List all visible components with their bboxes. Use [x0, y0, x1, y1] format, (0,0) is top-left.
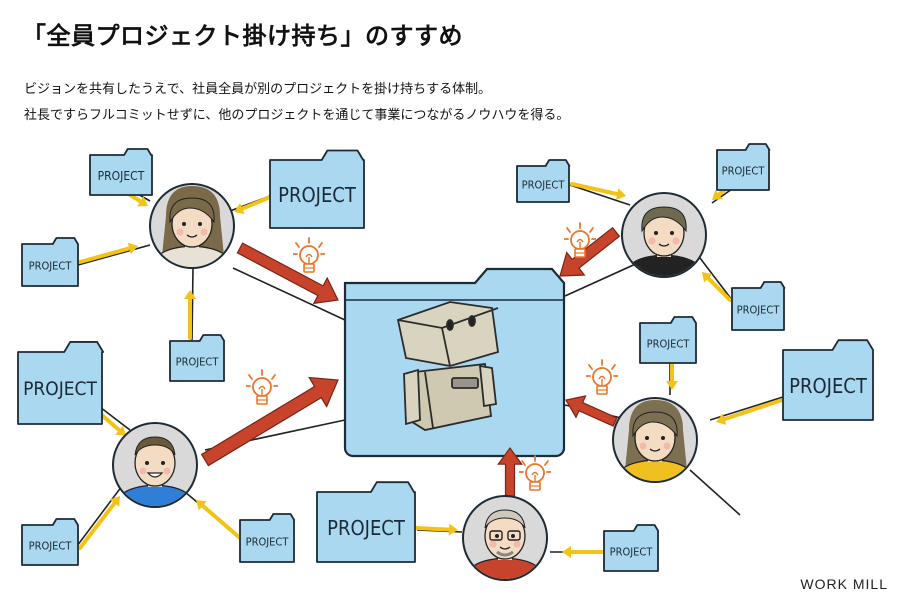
yellow-arrow-12 [196, 500, 242, 540]
person-top-left [149, 183, 235, 269]
project-folder-label: PROJECT [29, 540, 73, 553]
yellow-arrow-5 [570, 182, 626, 200]
project-folder-label: PROJECT [246, 536, 290, 549]
yellow-arrow-3 [78, 242, 138, 264]
red-arrow-1 [236, 242, 339, 305]
project-folder-label: PROJECT [29, 260, 73, 273]
subtitle-line-1: ビジョンを共有したうえで、社員全員が別のプロジェクトを掛け持ちする体制。 [24, 82, 492, 97]
project-folder-label: PROJECT [327, 516, 406, 540]
people-avatars [112, 183, 707, 581]
lightbulb-icon [246, 369, 278, 405]
project-folder-2: PROJECT [269, 149, 365, 229]
project-folder-8: PROJECT [639, 316, 697, 364]
person-top-right [621, 192, 707, 278]
red-arrow-5 [497, 446, 523, 497]
central-project-folder [343, 267, 566, 458]
project-folder-6: PROJECT [716, 143, 771, 191]
yellow-arrow-11 [78, 496, 120, 550]
yellow-arrow-9 [716, 398, 784, 425]
yellow-arrow-7 [702, 272, 732, 302]
yellow-arrow-14 [562, 546, 604, 558]
project-folder-label: PROJECT [789, 374, 868, 398]
lightbulb-icon [293, 237, 325, 273]
credit-logo: WORK MILL [800, 576, 888, 592]
project-folder-label: PROJECT [647, 338, 691, 351]
red-arrow-2 [559, 226, 621, 277]
project-folder-5: PROJECT [516, 159, 571, 203]
project-folder-label: PROJECT [176, 356, 220, 369]
project-folder-14: PROJECT [603, 524, 660, 572]
project-folder-4: PROJECT [169, 334, 226, 382]
project-folder-7: PROJECT [731, 281, 786, 331]
person-mid-right [612, 397, 698, 483]
project-folders: PROJECT PROJECT PROJECT PROJECT PROJECT PROJE… [17, 143, 874, 572]
lightbulb-icon [519, 455, 551, 491]
project-folder-3: PROJECT [21, 237, 79, 287]
project-folder-label: PROJECT [23, 378, 97, 400]
page-title: 「全員プロジェクト掛け持ち」のすすめ [22, 22, 463, 50]
project-folder-label: PROJECT [98, 169, 145, 183]
project-folder-11: PROJECT [21, 518, 79, 566]
project-folder-10: PROJECT [17, 341, 105, 425]
cardboard-robot-icon [396, 301, 499, 431]
red-arrows [200, 226, 621, 497]
person-bottom-center [462, 495, 548, 581]
red-arrow-3 [565, 395, 618, 427]
project-folder-label: PROJECT [722, 165, 766, 178]
project-folder-13: PROJECT [316, 481, 416, 563]
red-arrow-4 [200, 376, 339, 467]
yellow-arrow-2 [234, 196, 270, 215]
subtitle-line-2: 社長ですらフルコミットせずに、他のプロジェクトを通じて事業につながるノウハウを得… [24, 108, 570, 123]
project-folder-label: PROJECT [278, 183, 357, 207]
person-bottom-left [112, 422, 198, 508]
project-folder-label: PROJECT [737, 304, 781, 317]
project-folder-12: PROJECT [239, 513, 296, 563]
project-folder-label: PROJECT [522, 179, 566, 192]
yellow-arrow-13 [414, 523, 458, 536]
project-folder-9: PROJECT [782, 339, 874, 421]
project-folder-1: PROJECT [89, 148, 153, 196]
yellow-arrow-4 [184, 290, 196, 340]
yellow-arrows [78, 182, 784, 558]
project-folder-label: PROJECT [610, 546, 654, 559]
woman-short-hair-avatar-icon [623, 206, 705, 276]
lightbulb-icon [586, 359, 618, 395]
